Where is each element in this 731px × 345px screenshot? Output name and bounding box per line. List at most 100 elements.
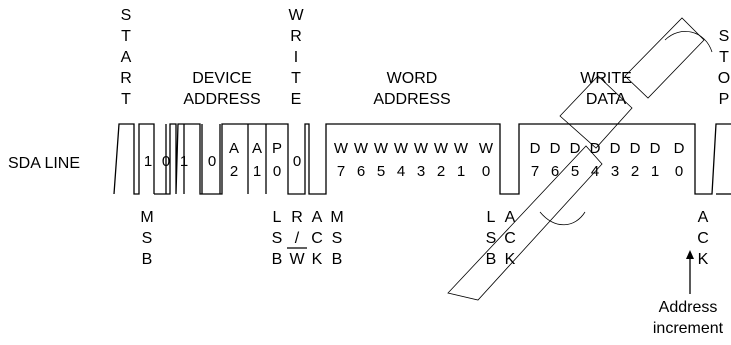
watermark (447, 17, 713, 301)
label-letter: L (487, 209, 496, 226)
word-bit-bottom: 1 (457, 163, 465, 180)
label-ack-3: A C K (697, 209, 709, 268)
label-msb-1: M S B (140, 209, 153, 268)
device-bit: 0 (162, 153, 170, 170)
data-bit-top: D (650, 140, 661, 157)
word-bit-bottom: 5 (377, 163, 385, 180)
device-bits: 1 0 1 0 (144, 153, 216, 170)
header-write-data-line: WRITE (580, 70, 632, 87)
device-addr-bit: 1 (253, 163, 261, 180)
label-letter: K (505, 251, 516, 268)
rw-bit: 0 (293, 153, 301, 170)
address-increment-annotation: Address increment (653, 250, 724, 337)
label-msb-2: M S B (330, 209, 343, 268)
header-write-letter: W (288, 7, 304, 24)
word-bit-bottom: 7 (337, 163, 345, 180)
label-letter: C (697, 230, 709, 247)
label-letter: M (140, 209, 153, 226)
data-bit-top: D (550, 140, 561, 157)
data-bit-bottom: 1 (651, 163, 659, 180)
header-stop: S T O P (718, 28, 730, 108)
write-data-bits: D D D D D D D D 7 6 5 4 3 2 1 0 (530, 140, 685, 180)
label-letter: B (142, 251, 153, 268)
label-letter: A (312, 209, 323, 226)
header-device-address: DEVICE ADDRESS (183, 70, 260, 108)
label-letter: S (272, 230, 283, 247)
label-letter: B (332, 251, 343, 268)
data-bit-bottom: 7 (531, 163, 539, 180)
data-bit-top: D (630, 140, 641, 157)
data-bit-bottom: 0 (675, 163, 683, 180)
data-bit-bottom: 4 (591, 163, 599, 180)
header-start-letter: A (121, 49, 132, 66)
sda-line-label: SDA LINE (8, 155, 80, 172)
data-bit-top: D (590, 140, 601, 157)
header-stop-letter: O (718, 70, 730, 87)
word-bit-top: W (394, 140, 409, 157)
device-addr-bit: A (229, 140, 239, 157)
word-bit-top: W (434, 140, 449, 157)
header-stop-letter: T (719, 49, 729, 66)
word-address-bits: W W W W W W W W 7 6 5 4 3 2 1 0 (334, 140, 494, 180)
device-address-bits: A 2 A 1 P 0 (229, 140, 282, 180)
label-letter: W (289, 251, 305, 268)
label-letter: B (486, 251, 497, 268)
label-letter: / (295, 230, 300, 247)
label-letter: A (505, 209, 516, 226)
word-bit-bottom: 0 (482, 163, 490, 180)
header-start-letter: S (121, 7, 132, 24)
header-stop-letter: S (719, 28, 730, 45)
device-bit: 0 (208, 153, 216, 170)
label-letter: A (698, 209, 709, 226)
header-start-letter: R (120, 70, 132, 87)
data-bit-bottom: 2 (631, 163, 639, 180)
label-letter: R (291, 209, 303, 226)
header-write-letter: T (291, 70, 301, 87)
annotation-line: increment (653, 320, 724, 337)
device-addr-bit: 2 (230, 163, 238, 180)
data-bit-bottom: 6 (551, 163, 559, 180)
label-letter: L (273, 209, 282, 226)
device-bit: 1 (144, 153, 152, 170)
word-bit-top: W (414, 140, 429, 157)
word-bit-top: W (479, 140, 494, 157)
header-write: W R I T E (288, 7, 304, 108)
data-bit-top: D (674, 140, 685, 157)
data-bit-bottom: 5 (571, 163, 579, 180)
label-read-write: R / W (287, 209, 307, 268)
device-bit-frame (154, 123, 731, 195)
data-bit-top: D (610, 140, 621, 157)
header-word-line: WORD (387, 70, 438, 87)
header-start-letter: T (121, 28, 131, 45)
word-bit-bottom: 3 (417, 163, 425, 180)
header-device-line: ADDRESS (183, 91, 260, 108)
header-word-line: ADDRESS (373, 91, 450, 108)
device-bit: 1 (180, 153, 188, 170)
header-word-address: WORD ADDRESS (373, 70, 450, 108)
label-letter: M (330, 209, 343, 226)
header-write-letter: I (294, 49, 298, 66)
label-ack-2: A C K (504, 209, 516, 268)
word-bit-top: W (374, 140, 389, 157)
label-letter: S (142, 230, 153, 247)
label-ack-1: A C K (311, 209, 323, 268)
label-letter: K (312, 251, 323, 268)
header-device-line: DEVICE (192, 70, 252, 87)
header-write-data: WRITE DATA (580, 70, 632, 108)
label-letter: C (504, 230, 516, 247)
label-lsb-2: L S B (486, 209, 497, 268)
data-bit-bottom: 3 (611, 163, 619, 180)
word-bit-top: W (454, 140, 469, 157)
word-bit-bottom: 4 (397, 163, 405, 180)
label-letter: S (486, 230, 497, 247)
label-lsb-1: L S B (272, 209, 283, 268)
header-write-data-line: DATA (586, 91, 627, 108)
device-addr-bit: A (252, 140, 262, 157)
word-bit-top: W (354, 140, 369, 157)
header-write-letter: E (291, 91, 302, 108)
label-letter: B (272, 251, 283, 268)
device-addr-bit: P (272, 140, 282, 157)
word-bit-top: W (334, 140, 349, 157)
header-start: S T A R T (120, 7, 132, 108)
